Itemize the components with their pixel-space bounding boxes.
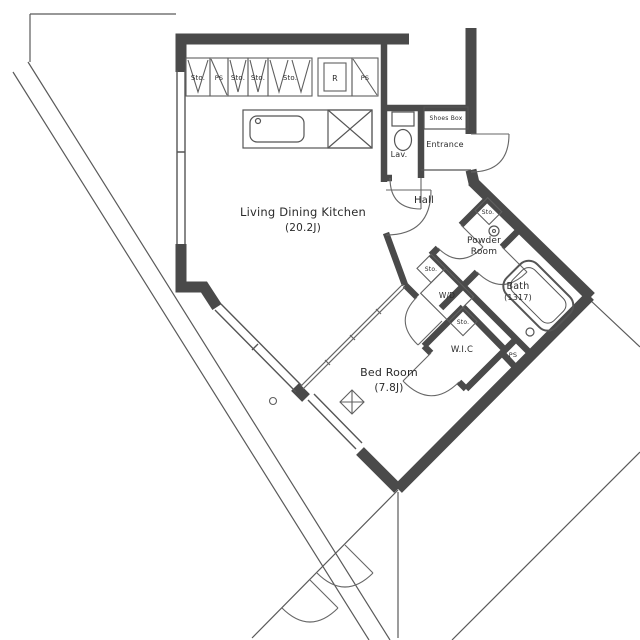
refrigerator-inner-box — [323, 62, 347, 92]
closet-ps-2 — [351, 57, 379, 97]
room-labels: Living Dining Kitchen (20.2J) Hall Entra… — [191, 74, 532, 394]
kitchen-fixtures — [242, 109, 373, 149]
label-ps-1: PS — [215, 74, 223, 82]
window-joint-symbol — [268, 396, 278, 406]
label-entrance: Entrance — [426, 140, 463, 149]
bedroom-hatch-cross — [340, 390, 364, 414]
site-boundary-lines — [12, 13, 640, 640]
kitchen-stove — [327, 109, 373, 149]
label-bedroom: Bed Room — [360, 366, 418, 379]
entrance-fixtures — [391, 106, 471, 171]
washer-dryer-box — [419, 267, 475, 323]
label-powder-1: Powder — [467, 236, 501, 246]
label-ps-bath: PS — [509, 351, 517, 359]
label-shoes-box: Shoes Box — [430, 115, 463, 122]
label-refrigerator: R — [332, 74, 338, 83]
label-sto-hall: Sto. — [425, 266, 437, 273]
label-hall: Hall — [414, 195, 434, 206]
kitchen-faucet — [254, 117, 262, 125]
label-ps-2: PS — [361, 74, 369, 82]
stove-hatch — [327, 109, 373, 149]
interior-walls — [380, 34, 535, 392]
label-powder-2: Room — [471, 247, 497, 257]
shoes-box — [423, 106, 469, 130]
label-wic: W.I.C — [451, 345, 473, 355]
small-storage-boxes — [268, 196, 503, 415]
label-sto-4: Sto. — [283, 74, 297, 82]
label-ldk: Living Dining Kitchen — [240, 205, 366, 219]
bathtub-inner — [509, 267, 567, 324]
closet-sto-4 — [267, 57, 313, 97]
label-sto-powder: Sto. — [482, 209, 494, 216]
closet-door-marks — [187, 58, 378, 96]
label-lavatory: Lav. — [391, 150, 408, 159]
label-sto-2: Sto. — [231, 74, 245, 82]
kitchen-sink — [249, 115, 305, 143]
label-bath: Bath — [507, 281, 530, 292]
label-ldk-size: (20.2J) — [285, 222, 321, 234]
label-sto-3: Sto. — [251, 74, 265, 82]
bath-drain — [525, 327, 535, 337]
door-swings — [281, 133, 528, 623]
powder-sink-drain — [492, 229, 496, 233]
label-bath-size: (1317) — [504, 293, 532, 302]
powder-sink — [488, 225, 500, 237]
exterior-walls — [175, 28, 595, 493]
label-bedroom-size: (7.8J) — [374, 382, 403, 394]
label-sto-wic: Sto. — [457, 319, 469, 326]
top-closet-row — [185, 57, 379, 97]
label-washer-dryer: W/D — [439, 291, 455, 300]
toilet-bowl — [393, 128, 413, 152]
sto-box-powder — [474, 196, 503, 226]
sliding-partition — [300, 283, 406, 390]
bathtub-outer — [502, 259, 575, 332]
toilet-tank — [391, 111, 415, 127]
bath-fixtures — [488, 225, 575, 337]
window-lines — [176, 70, 363, 450]
label-sto-1: Sto. — [191, 74, 205, 82]
